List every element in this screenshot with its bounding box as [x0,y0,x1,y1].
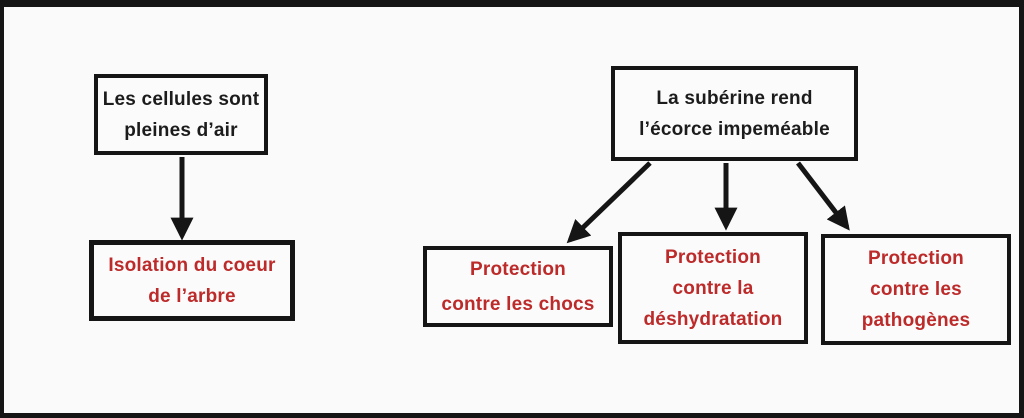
node-text-line: Protection [470,258,566,280]
node-text-line: Les cellules sont [102,88,260,110]
node-text-line: Isolation du coeur [108,254,276,276]
node-text-line: de l’arbre [148,285,236,307]
arrow-suberin-to-pathogenes [796,161,850,231]
node-text-line: pathogènes [861,310,971,331]
node-cells-air: Les cellules sont pleines d’air [94,74,268,155]
node-text-line: La subérine rend [656,87,813,109]
node-suberin: La subérine rend l’écorce impeméable [611,66,858,161]
node-text-line: contre les [870,279,962,300]
node-text-line: pleines d’air [124,119,238,141]
arrow-suberin-to-chocs [566,161,652,244]
node-pathogen-protection: Protection contre les pathogènes [821,234,1011,345]
node-text-line: l’écorce impeméable [639,118,830,140]
node-text-line: contre la [672,277,754,299]
node-text-line: déshydratation [643,308,783,330]
node-core-isolation: Isolation du coeur de l’arbre [89,240,295,321]
node-shock-protection: Protection contre les chocs [423,246,613,327]
node-dehydration-protection: Protection contre la déshydratation [618,232,808,344]
node-text-line: Protection [665,246,761,268]
node-text-line: contre les chocs [441,293,595,315]
arrow-layer [170,157,850,244]
node-text-line: Protection [868,248,964,269]
